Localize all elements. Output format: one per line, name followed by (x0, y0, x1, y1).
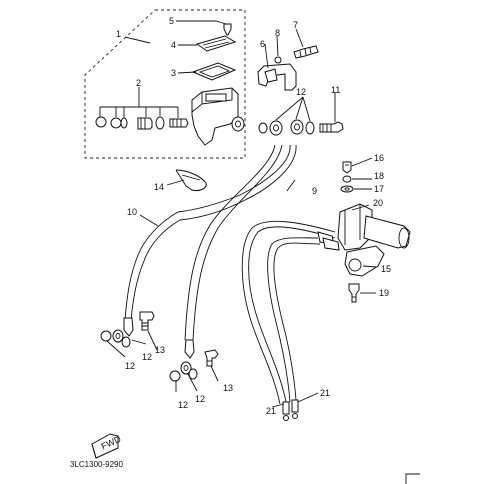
callout-12-top: 12 (296, 87, 306, 97)
callout-7: 7 (293, 20, 298, 30)
callout-12-mid-a: 12 (195, 394, 205, 404)
callout-13-right: 13 (223, 383, 233, 393)
reservoir-window (205, 93, 227, 102)
part-code: 3LC1300-9290 (70, 460, 123, 469)
brake-switch (257, 45, 319, 91)
callout-17: 17 (374, 184, 384, 194)
callout-19: 19 (379, 288, 389, 298)
cables-21 (241, 220, 340, 421)
assembly-boundary (84, 9, 246, 159)
callout-12-left-b: 12 (125, 361, 135, 371)
piston-kit (95, 116, 189, 130)
callout-11: 11 (331, 85, 340, 95)
callout-9: 9 (312, 186, 317, 196)
diaphragm (191, 62, 237, 81)
callout-21-right: 21 (320, 388, 330, 398)
callout-15: 15 (381, 264, 391, 274)
banjo-fitting (258, 119, 344, 136)
callout-8: 8 (275, 28, 280, 38)
banjo-bolt-right (204, 349, 219, 367)
callout-21-left: 21 (266, 406, 276, 416)
callout-18: 18 (374, 171, 384, 181)
callout-12-mid-b: 12 (178, 400, 188, 410)
callout-3: 3 (171, 68, 176, 78)
cable-tie (175, 169, 207, 191)
brake-hose-9 (169, 144, 297, 382)
cap-screw (223, 23, 232, 36)
callout-6: 6 (260, 39, 265, 49)
callout-4: 4 (171, 40, 176, 50)
brake-hose-10 (100, 211, 181, 348)
callout-5: 5 (169, 16, 174, 26)
callout-16: 16 (374, 153, 384, 163)
callout-13-left: 13 (155, 345, 165, 355)
callout-10: 10 (127, 207, 137, 217)
leader-lines (106, 20, 378, 408)
corner-mark (405, 473, 420, 484)
fwd-arrow: FWD (91, 433, 123, 459)
callout-14: 14 (154, 182, 164, 192)
callout-1: 1 (116, 29, 121, 39)
callout-12-left-a: 12 (142, 352, 152, 362)
lever-holder (337, 161, 411, 303)
banjo-bolt-left (139, 311, 155, 331)
reservoir-cap (195, 35, 237, 52)
outlet-port (231, 116, 245, 132)
callout-2: 2 (136, 78, 141, 88)
master-cylinder (95, 23, 245, 146)
callout-20: 20 (373, 198, 383, 208)
